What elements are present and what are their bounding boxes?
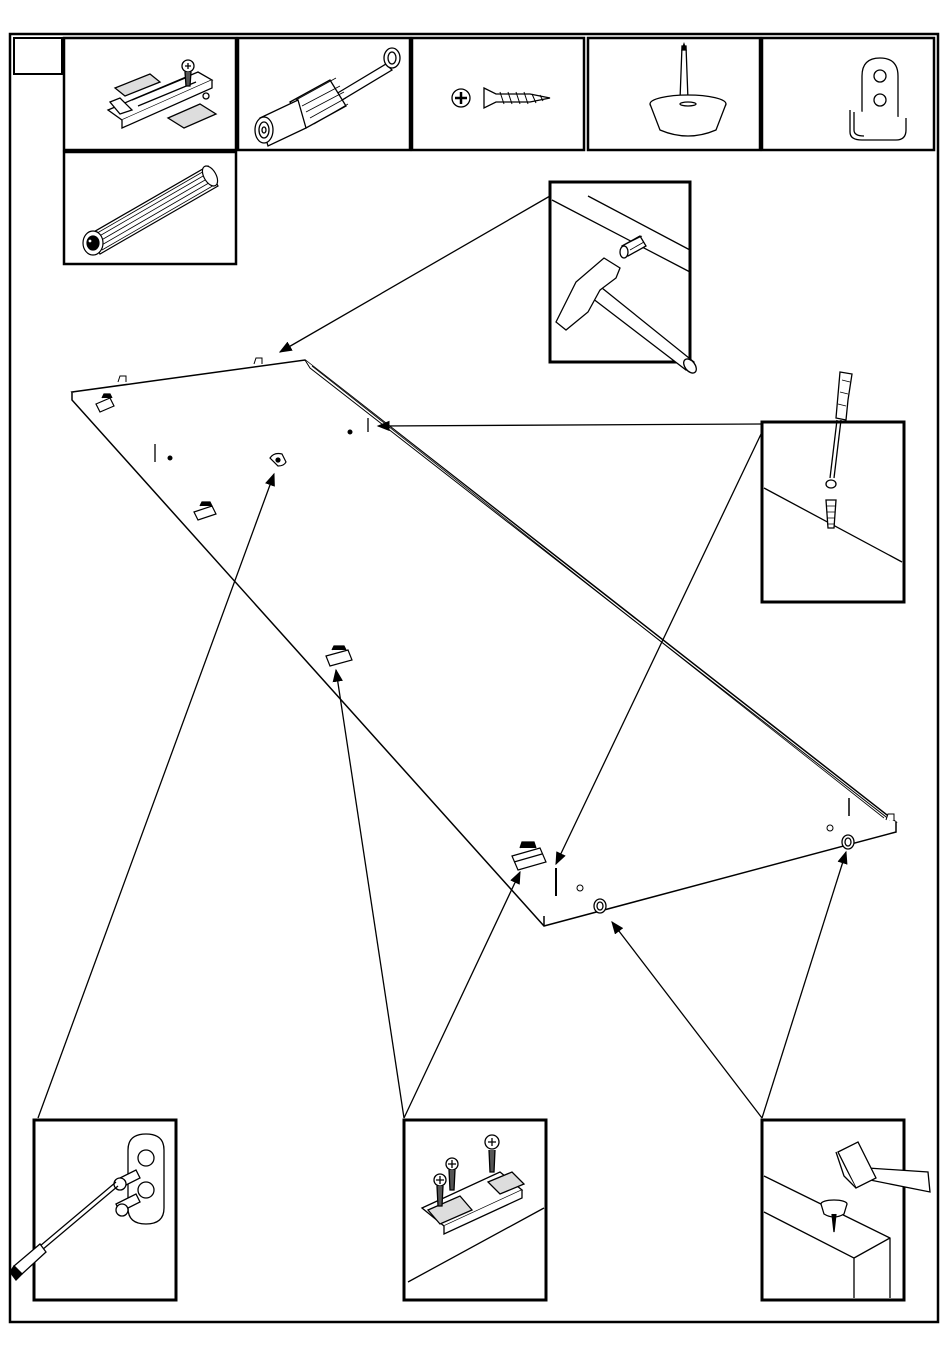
glide-foot-on-panel-1: [594, 899, 606, 913]
callout-screwdriver-cam: [762, 372, 904, 602]
part-box-shelf-clip: [762, 38, 934, 150]
part-box-nail-glide: [588, 38, 760, 150]
callout-screwdriver-clip: [10, 1120, 176, 1300]
callout-hammer-glide: [762, 1120, 930, 1300]
part-box-screw: [412, 38, 584, 150]
callout-hammer-dowel: [550, 182, 699, 375]
part-box-hinge-plate: [64, 38, 236, 150]
step-number-box: [14, 38, 62, 74]
part-box-cam-dowel: [238, 38, 410, 150]
part-box-wooden-dowel: [64, 152, 236, 264]
glide-foot-on-panel-2: [842, 835, 854, 849]
callout-hinge-plate-screws: [404, 1120, 546, 1300]
